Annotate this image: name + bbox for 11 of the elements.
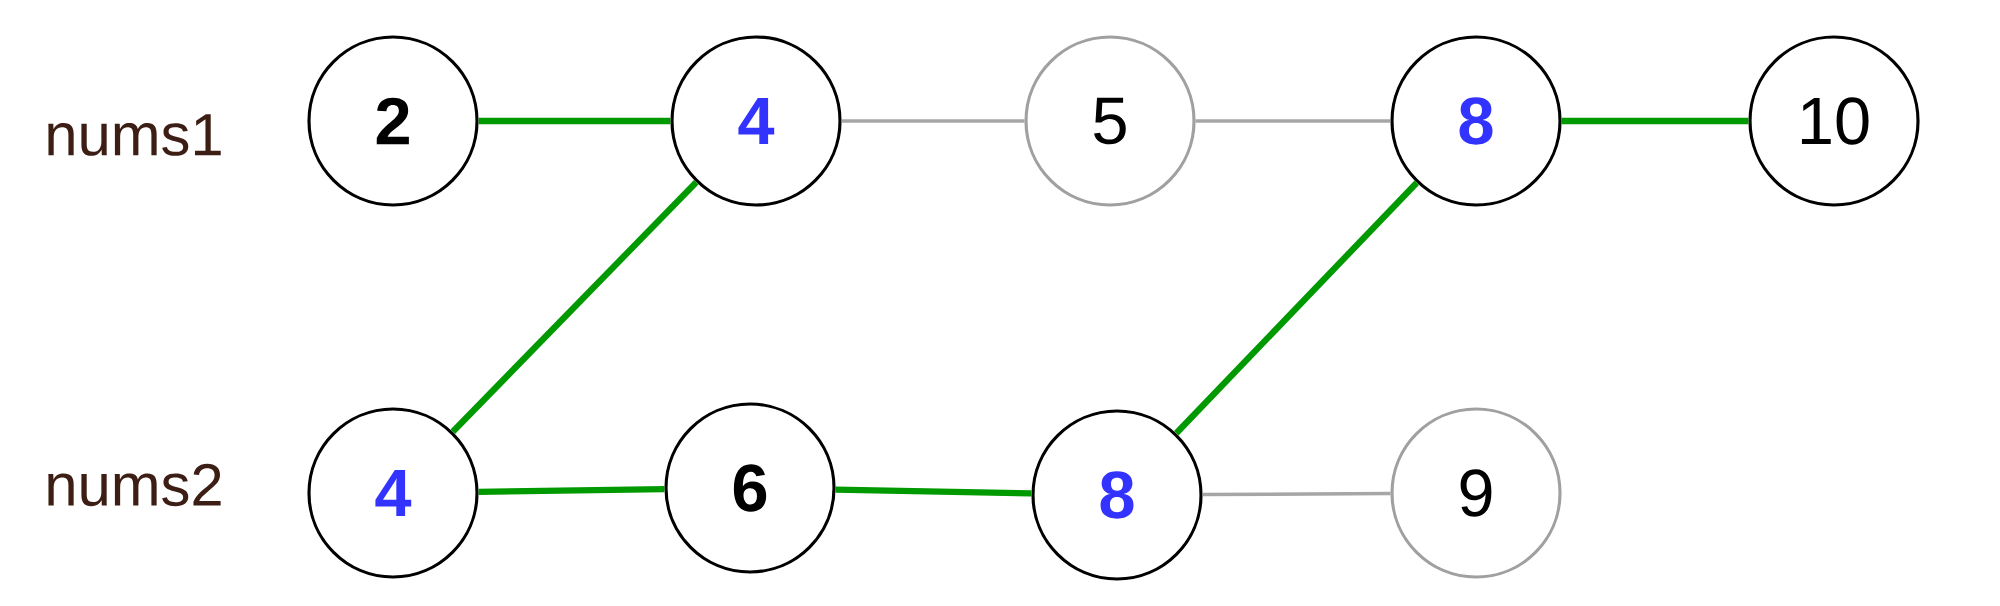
connector-line xyxy=(450,180,699,434)
connector-line xyxy=(835,486,1032,497)
connector-line xyxy=(1174,180,1420,436)
connector-line xyxy=(478,486,665,495)
connector-line xyxy=(1195,119,1391,123)
connector-line xyxy=(841,119,1025,123)
connector-line xyxy=(1202,491,1391,497)
connector-line xyxy=(1561,117,1749,125)
row-label: nums2 xyxy=(48,463,221,507)
connector-line xyxy=(478,117,671,125)
row-label: nums1 xyxy=(48,114,221,156)
